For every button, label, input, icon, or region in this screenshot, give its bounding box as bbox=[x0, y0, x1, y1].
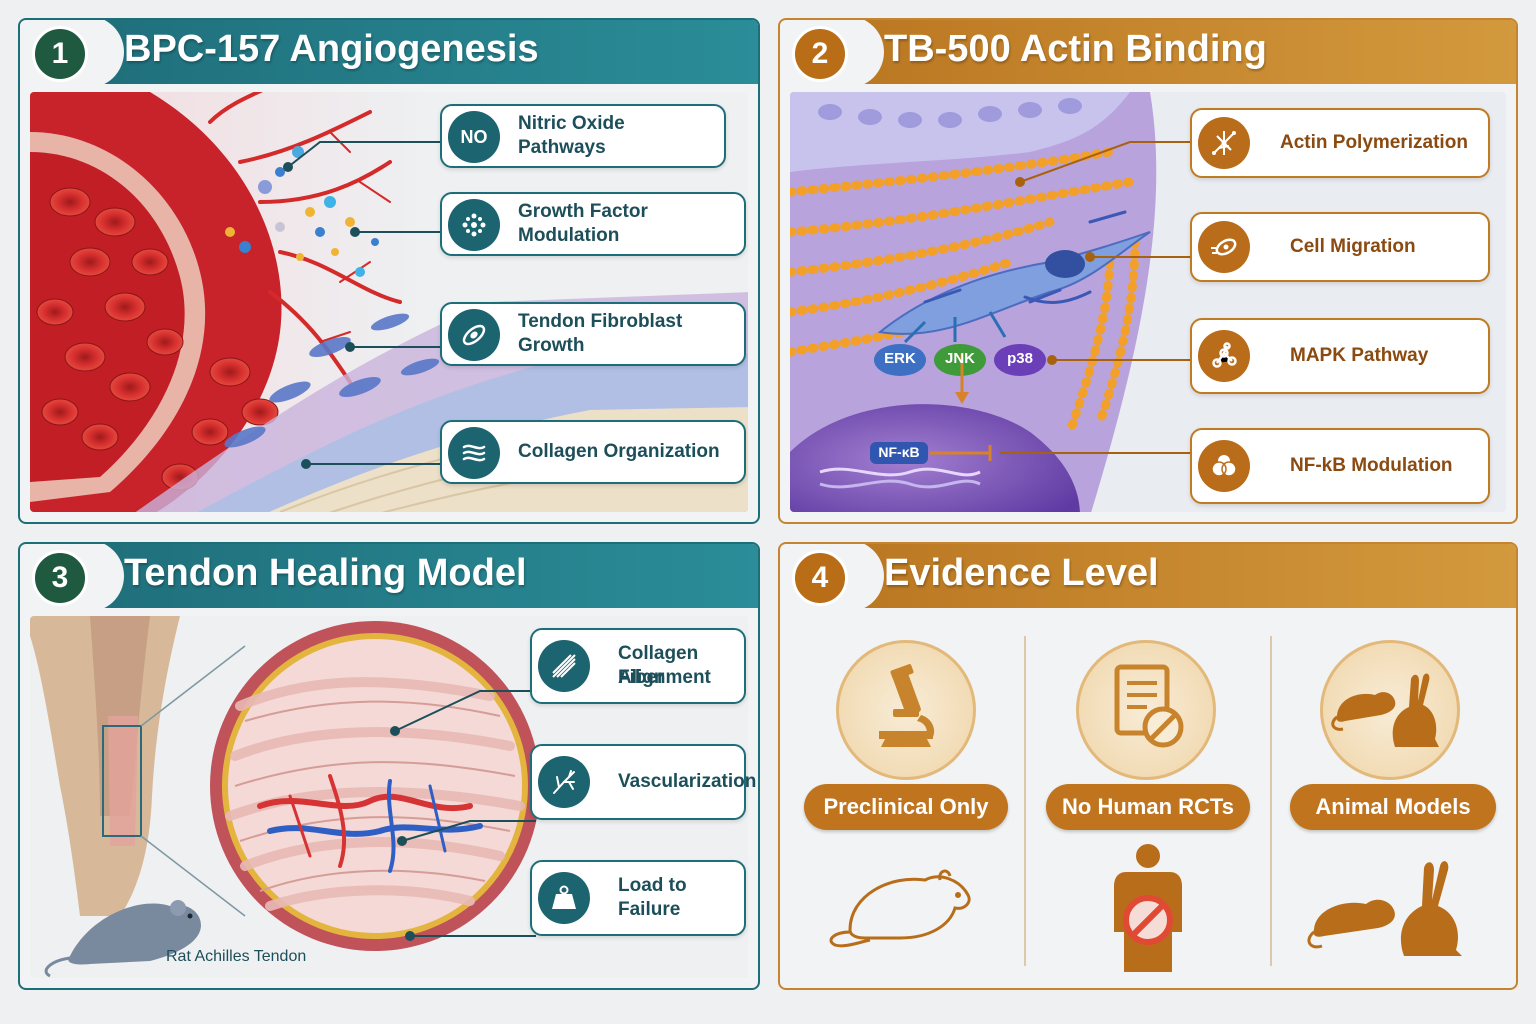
callout-collagen-alignment: Collagen Fiber Alignment bbox=[530, 628, 746, 704]
panel-header bbox=[780, 20, 1516, 84]
panel-header bbox=[780, 544, 1516, 608]
callout-label: NF-kB Modulation bbox=[1290, 455, 1453, 476]
callout-label: Vascularization bbox=[618, 771, 757, 792]
panel-number-badge: 1 bbox=[32, 26, 88, 82]
callout-growth-factor: Growth Factor Modulation bbox=[440, 192, 746, 256]
callout-label: Cell Migration bbox=[1290, 236, 1416, 257]
pathway-nodes-icon bbox=[1198, 330, 1250, 382]
document-prohibited-icon bbox=[1076, 640, 1216, 780]
panel-tb500: 2 TB-500 Actin Binding bbox=[778, 18, 1518, 524]
callout-nitric-oxide: NO Nitric Oxide Pathways bbox=[440, 104, 726, 168]
callout-vascularization: Vascularization bbox=[530, 744, 757, 820]
callout-mapk: MAPK Pathway bbox=[1190, 318, 1490, 394]
erk-label: ERK bbox=[884, 350, 916, 367]
rat-caption: Rat Achilles Tendon bbox=[166, 948, 307, 965]
panel-title: Tendon Healing Model bbox=[124, 552, 527, 594]
preclinical-only-badge: Preclinical Only bbox=[804, 784, 1008, 830]
animal-models-badge: Animal Models bbox=[1290, 784, 1496, 830]
nfkb-label: NF-κB bbox=[878, 444, 920, 460]
fibroblast-cell-icon bbox=[448, 309, 500, 361]
nfkb-complex-icon bbox=[1198, 440, 1250, 492]
microscope-icon bbox=[836, 640, 976, 780]
collagen-waves-icon bbox=[448, 427, 500, 479]
rat-rabbit-icon bbox=[1320, 640, 1460, 780]
cell-migration-icon bbox=[1198, 221, 1250, 273]
callout-actin-polymerization: Actin Polymerization bbox=[1190, 108, 1490, 178]
callout-fibroblast: Tendon Fibroblast Growth bbox=[440, 302, 746, 366]
panel-header bbox=[20, 20, 758, 84]
panel-number-badge: 4 bbox=[792, 550, 848, 606]
no-human-rcts-badge: No Human RCTs bbox=[1046, 784, 1250, 830]
panel-title: TB-500 Actin Binding bbox=[884, 28, 1267, 70]
jnk-label: JNK bbox=[944, 350, 975, 367]
callout-label: MAPK Pathway bbox=[1290, 345, 1429, 366]
panel-number-badge: 2 bbox=[792, 26, 848, 82]
callout-collagen: Collagen Organization bbox=[440, 420, 746, 484]
callout-label: Collagen Organization bbox=[518, 441, 720, 462]
rat-rabbit-silhouette-icon bbox=[1304, 844, 1484, 964]
vascular-branch-icon bbox=[538, 756, 590, 808]
fiber-alignment-icon bbox=[538, 640, 590, 692]
actin-network-icon bbox=[1198, 117, 1250, 169]
callout-nfkb: NF-kB Modulation bbox=[1190, 428, 1490, 504]
panel-title: Evidence Level bbox=[884, 552, 1159, 594]
panel-header bbox=[20, 544, 758, 608]
rat-outline-icon bbox=[820, 850, 980, 950]
panel-title: BPC-157 Angiogenesis bbox=[124, 28, 539, 70]
callout-label: Growth Factor Modulation bbox=[518, 201, 648, 246]
p38-label: p38 bbox=[1007, 350, 1033, 367]
human-prohibited-icon bbox=[1098, 842, 1198, 974]
panel-bpc157: 1 BPC-157 Angiogenesis bbox=[18, 18, 760, 524]
panel-tendon-healing: 3 Tendon Healing Model bbox=[18, 542, 760, 990]
callout-load-failure: Load to Failure bbox=[530, 860, 746, 936]
callout-label: Nitric Oxide Pathways bbox=[518, 113, 625, 158]
no-molecule-icon: NO bbox=[448, 111, 500, 163]
callout-label-line2: Alignment bbox=[618, 667, 711, 688]
callout-label-line1: Collagen Fiber bbox=[618, 643, 699, 688]
panel-evidence-level: 4 Evidence Level Preclinical Only No Hum… bbox=[778, 542, 1518, 990]
callout-label: Load to Failure bbox=[618, 875, 687, 920]
weight-icon bbox=[538, 872, 590, 924]
panel-number-badge: 3 bbox=[32, 550, 88, 606]
callout-cell-migration: Cell Migration bbox=[1190, 212, 1490, 282]
callout-label: Actin Polymerization bbox=[1280, 132, 1468, 153]
callout-label: Tendon Fibroblast Growth bbox=[518, 311, 683, 356]
growth-factor-icon bbox=[448, 199, 500, 251]
